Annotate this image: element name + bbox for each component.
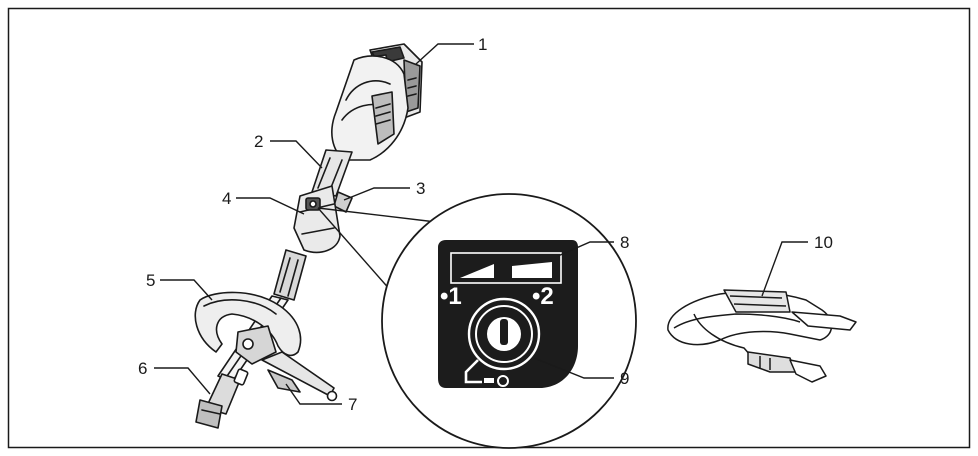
switch-trigger <box>333 191 353 213</box>
power-button <box>467 297 541 371</box>
leader-1 <box>415 43 474 65</box>
switch-box <box>293 185 341 254</box>
leader-5 <box>160 279 213 301</box>
speed-mark-1: •1 <box>440 283 462 310</box>
callout-7: 7 <box>348 395 357 414</box>
magnifier-pointer <box>317 207 437 293</box>
handle-clamp <box>235 325 277 365</box>
callout-2: 2 <box>254 132 263 151</box>
leader-2 <box>270 140 323 169</box>
lock-icon-hook <box>464 359 482 384</box>
callout-4: 4 <box>222 189 231 208</box>
speed-mark-2: •2 <box>532 283 554 310</box>
leader-6 <box>154 367 211 395</box>
lock-bar <box>484 378 494 383</box>
figure-frame <box>7 7 971 449</box>
callout-1: 1 <box>478 35 487 54</box>
indicator-lamp-2 <box>512 262 552 278</box>
loop-handle <box>194 291 302 357</box>
harness-strap <box>791 311 857 331</box>
harness-hook <box>789 359 827 383</box>
leader-3 <box>343 187 410 201</box>
battery-indicator <box>450 252 562 284</box>
shoulder-harness <box>667 289 857 383</box>
barrier-bar <box>261 351 335 397</box>
indicator-frame <box>450 252 562 284</box>
leader-9 <box>533 357 614 379</box>
unlock-icon <box>497 375 509 387</box>
shaft-end <box>195 399 223 429</box>
callout-9: 9 <box>620 369 629 388</box>
callout-6: 6 <box>138 359 147 378</box>
callout-8: 8 <box>620 233 629 252</box>
indicator-lamp-1 <box>460 264 494 278</box>
leader-lines <box>154 43 808 405</box>
leader-4 <box>236 197 305 215</box>
rear-housing <box>331 55 409 161</box>
callout-3: 3 <box>416 179 425 198</box>
harness-pad <box>723 289 791 313</box>
callout-10: 10 <box>814 233 833 252</box>
leader-8 <box>557 241 614 257</box>
power-head-tool <box>194 43 423 429</box>
leader-7 <box>285 383 342 405</box>
harness-buckle <box>747 351 797 373</box>
leader-10 <box>761 241 808 297</box>
callout-5: 5 <box>146 271 155 290</box>
